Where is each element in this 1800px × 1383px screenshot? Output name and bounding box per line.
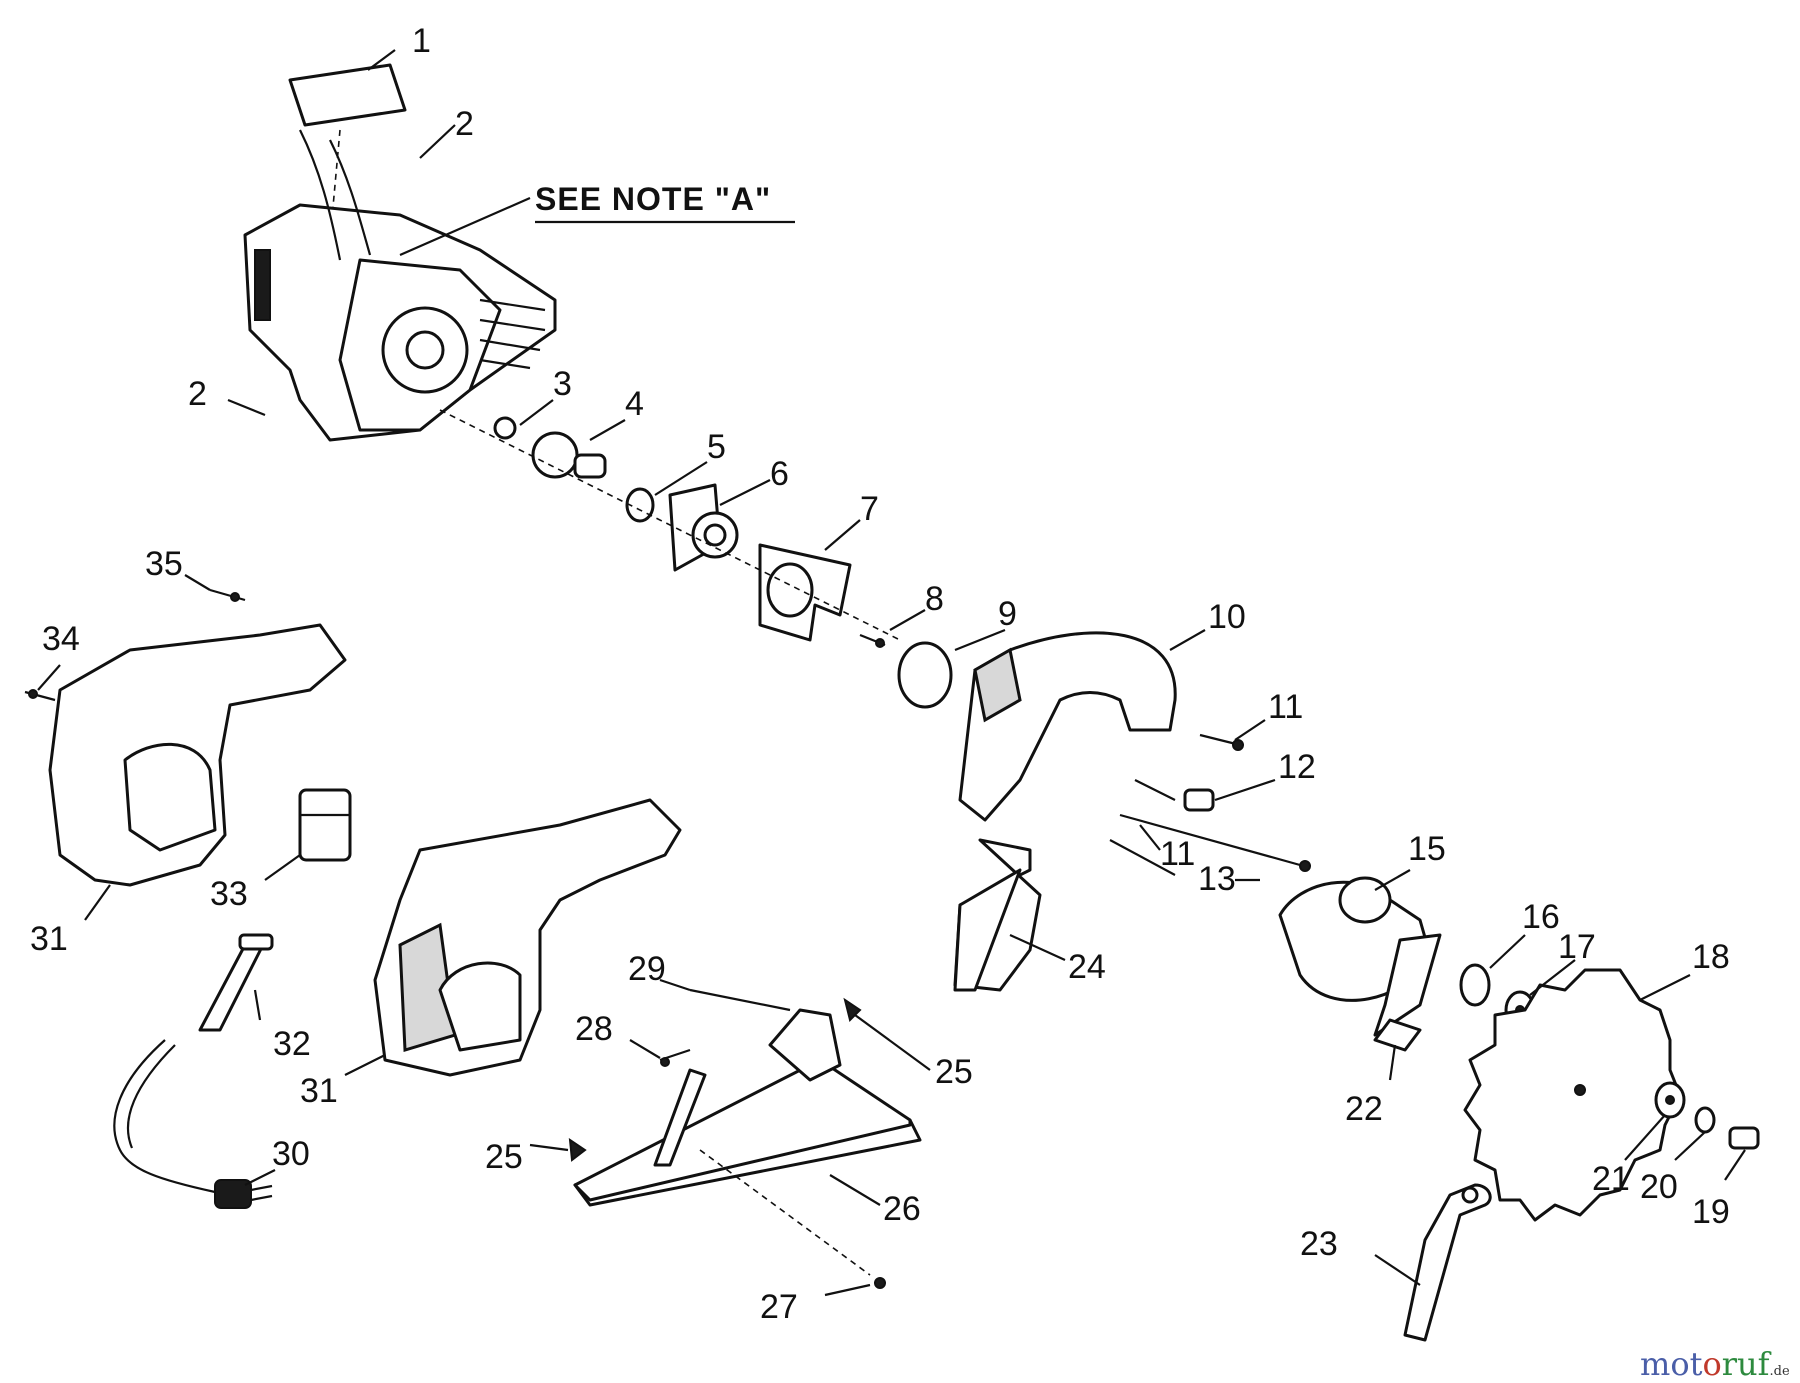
part-4-armature-gear xyxy=(531,431,607,479)
callout-19: 19 xyxy=(1692,1193,1730,1231)
part-16-ring xyxy=(1459,963,1491,1007)
part-10-upper-guard xyxy=(958,631,1177,822)
callout-18: 18 xyxy=(1692,938,1730,976)
part-31-rear-handle-left xyxy=(48,623,347,887)
watermark-part-2: o xyxy=(1702,1345,1722,1383)
callout-2: 2 xyxy=(188,375,207,413)
callout-29: 29 xyxy=(628,950,666,988)
watermark-suffix: .de xyxy=(1769,1364,1790,1379)
watermark-part-3: ruf xyxy=(1721,1345,1770,1383)
part-33-switch xyxy=(298,788,352,862)
motor-housing xyxy=(243,129,557,442)
part-9-ring xyxy=(897,641,953,709)
callout-4: 4 xyxy=(625,385,644,423)
callout-30: 30 xyxy=(272,1135,310,1173)
callout-34: 34 xyxy=(42,620,80,658)
part-30-power-cord xyxy=(113,1039,273,1209)
callout-1: 1 xyxy=(412,22,431,60)
callout-25: 25 xyxy=(485,1138,523,1176)
part-5-washer xyxy=(625,487,655,523)
see-note-a: SEE NOTE "A" xyxy=(535,181,795,224)
part-21-outer-washer xyxy=(1654,1081,1686,1119)
callout-13: 13 xyxy=(1198,860,1236,898)
callout-11: 11 xyxy=(1160,835,1195,873)
callout-numbers: 1 2 2 3 4 5 6 7 8 9 10 11 11 12 13 15 16… xyxy=(30,22,1730,1326)
callout-31: 31 xyxy=(300,1072,338,1110)
note-label: SEE NOTE "A" xyxy=(535,181,771,217)
callout-33: 33 xyxy=(210,875,248,913)
callout-27: 27 xyxy=(760,1288,798,1326)
callout-20: 20 xyxy=(1640,1168,1678,1206)
part-13-bolts xyxy=(1109,813,1311,876)
callout-5: 5 xyxy=(707,428,726,466)
part-24-lower-guard-plate xyxy=(953,838,1042,992)
callout-3: 3 xyxy=(553,365,572,403)
callout-6: 6 xyxy=(770,455,789,493)
part-20-washer xyxy=(1694,1106,1716,1134)
callout-17: 17 xyxy=(1558,928,1596,966)
callout-16: 16 xyxy=(1522,898,1560,936)
part-31-front-handle xyxy=(373,798,682,1077)
callout-25: 25 xyxy=(935,1053,973,1091)
part-6-bearing-plate xyxy=(668,483,739,572)
part-22-clip xyxy=(1373,1018,1422,1052)
part-25-wing-nut-left xyxy=(568,1137,587,1162)
callout-28: 28 xyxy=(575,1010,613,1048)
part-15-lower-guard xyxy=(1278,876,1442,1037)
callout-9: 9 xyxy=(998,595,1017,633)
part-29-bracket xyxy=(689,988,842,1082)
part-26-base-plate xyxy=(573,1058,922,1207)
callout-32: 32 xyxy=(273,1025,311,1063)
callout-7: 7 xyxy=(860,490,879,528)
callout-24: 24 xyxy=(1068,948,1106,986)
callout-8: 8 xyxy=(925,580,944,618)
callout-12: 12 xyxy=(1278,748,1316,786)
part-11-screw-upper xyxy=(1199,733,1244,751)
callout-11: 11 xyxy=(1268,688,1303,726)
callout-31: 31 xyxy=(30,920,68,958)
part-27-bolt xyxy=(699,1149,886,1289)
callout-2: 2 xyxy=(455,105,474,143)
part-32-strain-relief xyxy=(198,933,274,1032)
callout-26: 26 xyxy=(883,1190,921,1228)
part-11-screw-lower xyxy=(1134,779,1176,801)
part-19-arbor-bolt xyxy=(1728,1126,1760,1150)
part-3-bearing xyxy=(493,416,517,440)
leader-lines xyxy=(37,49,1746,1297)
part-8-screw xyxy=(859,633,886,648)
motoruf-watermark: motoruf.de xyxy=(1640,1345,1790,1383)
callout-15: 15 xyxy=(1408,830,1446,868)
part-28-screw xyxy=(659,1048,691,1067)
callout-21: 21 xyxy=(1592,1160,1630,1198)
part-34-screw xyxy=(24,689,56,702)
callout-23: 23 xyxy=(1300,1225,1338,1263)
callout-22: 22 xyxy=(1345,1090,1383,1128)
part-12-bushing xyxy=(1183,788,1215,812)
callout-10: 10 xyxy=(1208,598,1246,636)
part-23-wrench xyxy=(1403,1183,1492,1342)
callout-35: 35 xyxy=(145,545,183,583)
part-35-screws xyxy=(209,588,246,602)
watermark-part-1: mot xyxy=(1640,1345,1703,1383)
